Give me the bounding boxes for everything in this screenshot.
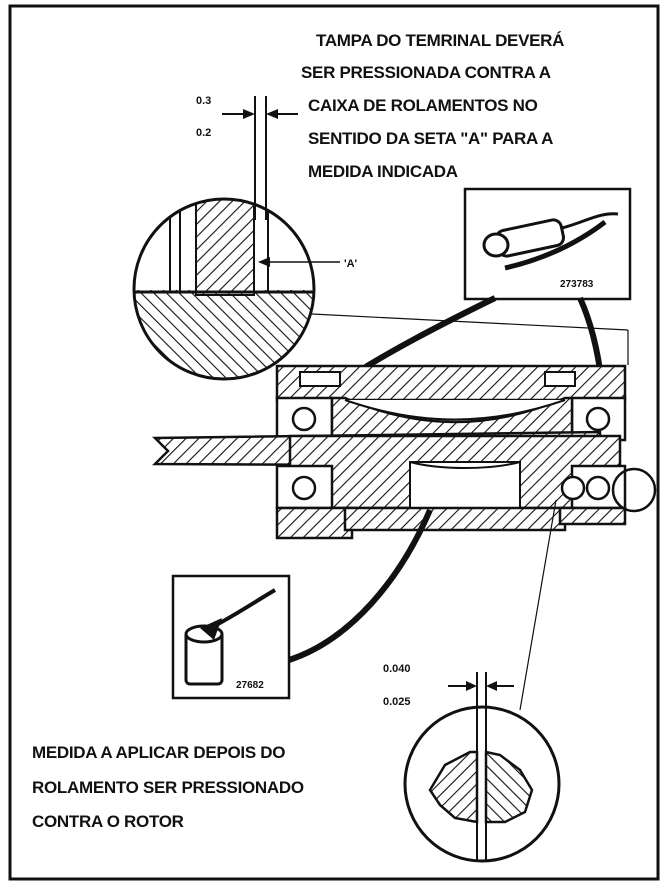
top-dim-upper: 0.3	[196, 95, 211, 107]
tool-bottom-code: 27682	[236, 680, 264, 691]
bottom-note-line-2: ROLAMENTO SER PRESSIONADO	[32, 778, 304, 797]
arrow-a-label: 'A'	[344, 258, 358, 270]
top-dimension: 0.3 0.2	[196, 95, 298, 220]
top-note-line-2: SER PRESSIONADA CONTRA A	[301, 63, 551, 82]
top-note-line-5: MEDIDA INDICADA	[308, 162, 458, 181]
bottom-note-line-1: MEDIDA A APLICAR DEPOIS DO	[32, 743, 285, 762]
top-tool-inset: 273783	[463, 187, 632, 301]
bottom-dim-upper: 0.040	[383, 663, 411, 675]
top-note: TAMPA DO TEMRINAL DEVERÁ SER PRESSIONADA…	[301, 31, 564, 181]
bottom-dimension: 0.040 0.025	[383, 663, 514, 760]
tool-top-code: 273783	[560, 279, 594, 290]
top-dim-lower: 0.2	[196, 127, 211, 139]
bottom-note: MEDIDA A APLICAR DEPOIS DO ROLAMENTO SER…	[32, 743, 304, 831]
bottom-dim-lower: 0.025	[383, 696, 411, 708]
bottom-tool-inset: 27682	[171, 574, 291, 700]
bottom-detail-circle	[403, 705, 561, 863]
top-note-line-1: TAMPA DO TEMRINAL DEVERÁ	[316, 31, 564, 50]
bottom-note-line-3: CONTRA O ROTOR	[32, 812, 184, 831]
top-note-line-4: SENTIDO DA SETA "A" PARA A	[308, 129, 553, 148]
diagram-frame	[8, 4, 660, 881]
top-note-line-3: CAIXA DE ROLAMENTOS NO	[308, 96, 538, 115]
top-detail-circle: 'A'	[132, 197, 358, 381]
bearing-cross-section	[151, 364, 657, 540]
